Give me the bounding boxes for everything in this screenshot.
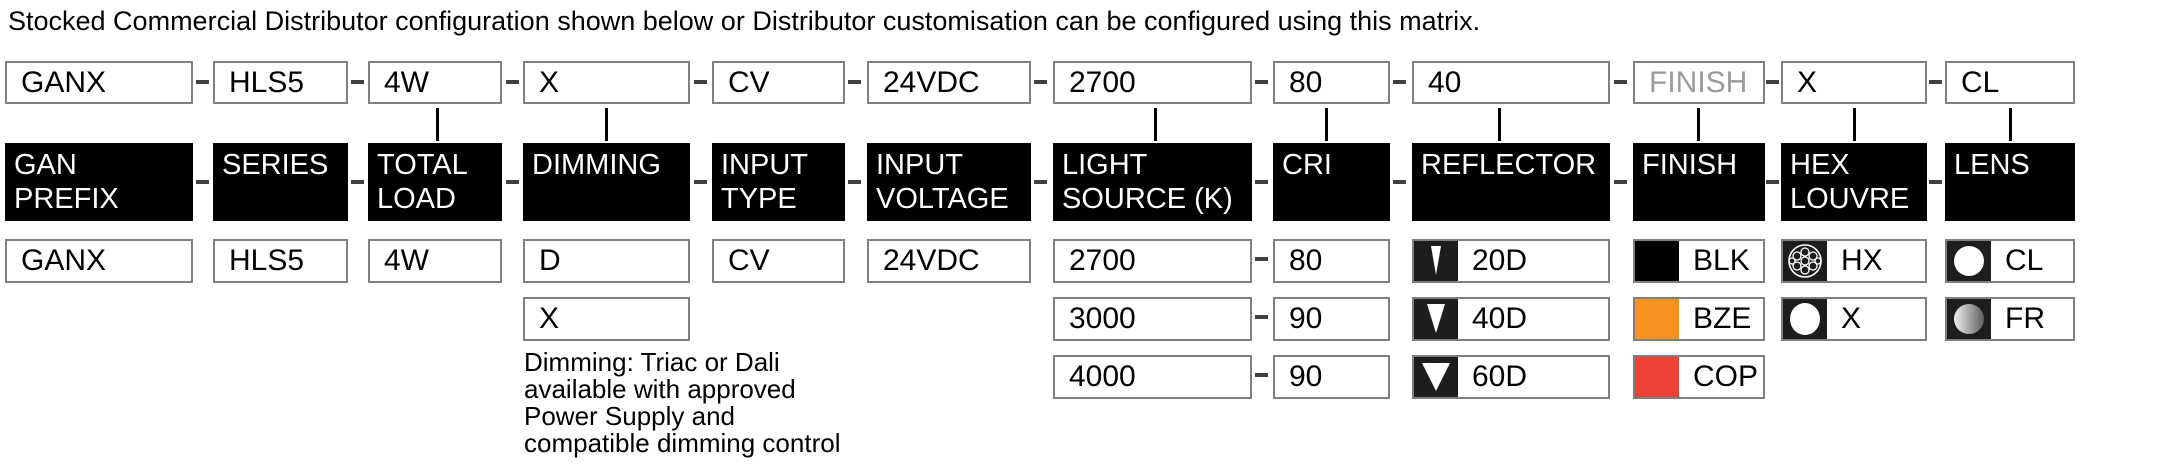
top-value-gan-prefix: GANX — [5, 61, 193, 104]
top-value-reflector: 40 — [1412, 61, 1610, 104]
dimming-note: Dimming: Triac or Dali available with ap… — [524, 347, 841, 458]
connector-tick — [605, 108, 608, 141]
copper-finish-swatch — [1635, 357, 1679, 397]
option-reflector-20d: 20D — [1412, 239, 1610, 283]
option-cri-90: 90 — [1273, 297, 1390, 341]
beam-narrow-icon — [1414, 241, 1458, 281]
connector-dash — [506, 180, 519, 184]
matrix-title: Stocked Commercial Distributor configura… — [8, 6, 1481, 36]
header-dimming: DIMMING — [523, 143, 690, 221]
connector-dash — [1393, 80, 1406, 84]
connector-dash — [1034, 180, 1047, 184]
connector-tick — [1325, 108, 1328, 141]
option-finish-cop: COP — [1633, 355, 1765, 399]
top-value-finish: FINISH — [1633, 61, 1765, 104]
option-light-source-4000: 4000 — [1053, 355, 1252, 399]
connector-dash — [694, 180, 707, 184]
header-finish: FINISH — [1633, 143, 1765, 221]
option-light-source-2700: 2700 — [1053, 239, 1252, 283]
connector-dash — [848, 80, 861, 84]
connector-dash — [1034, 80, 1047, 84]
top-value-total-load: 4W — [368, 61, 502, 104]
connector-dash — [1929, 180, 1942, 184]
option-total-load-4w: 4W — [368, 239, 502, 283]
option-input-voltage-24vdc: 24VDC — [867, 239, 1031, 283]
connector-dash — [1255, 80, 1268, 84]
top-value-dimming: X — [523, 61, 690, 104]
option-finish-blk: BLK — [1633, 239, 1765, 283]
connector-dash — [1766, 180, 1779, 184]
connector-dash — [1255, 180, 1268, 184]
header-cri: CRI — [1273, 143, 1390, 221]
header-lens: LENS — [1945, 143, 2075, 221]
connector-dash — [1393, 180, 1406, 184]
open-circle-icon — [1783, 299, 1827, 339]
option-input-type-cv: CV — [712, 239, 845, 283]
connector-dash — [351, 180, 364, 184]
top-value-lens: CL — [1945, 61, 2075, 104]
black-finish-swatch — [1635, 241, 1679, 281]
option-hex-louvre-hx: HX — [1781, 239, 1927, 283]
header-input-voltage: INPUT VOLTAGE — [867, 143, 1031, 221]
option-light-source-3000: 3000 — [1053, 297, 1252, 341]
top-value-input-voltage: 24VDC — [867, 61, 1031, 104]
bronze-finish-swatch — [1635, 299, 1679, 339]
beam-medium-icon — [1414, 299, 1458, 339]
top-value-cri: 80 — [1273, 61, 1390, 104]
connector-tick — [1498, 108, 1501, 141]
header-gan-prefix: GAN PREFIX — [5, 143, 193, 221]
option-lens-fr: FR — [1945, 297, 2075, 341]
connector-tick — [1154, 108, 1157, 141]
connector-dash — [1255, 315, 1268, 319]
hex-louvre-icon — [1783, 241, 1827, 281]
option-dimming-x: X — [523, 297, 690, 341]
connector-dash — [506, 80, 519, 84]
option-finish-bze: BZE — [1633, 297, 1765, 341]
top-value-hex-louvre: X — [1781, 61, 1927, 104]
header-input-type: INPUT TYPE — [712, 143, 845, 221]
option-cri-90b: 90 — [1273, 355, 1390, 399]
connector-dash — [1255, 257, 1268, 261]
option-gan-prefix-ganx: GANX — [5, 239, 193, 283]
connector-dash — [1614, 180, 1627, 184]
option-series-hls5: HLS5 — [213, 239, 348, 283]
frosted-lens-icon — [1947, 299, 1991, 339]
beam-wide-icon — [1414, 357, 1458, 397]
connector-dash — [1929, 80, 1942, 84]
connector-tick — [1697, 108, 1700, 141]
header-light-source: LIGHT SOURCE (K) — [1053, 143, 1252, 221]
header-reflector: REFLECTOR — [1412, 143, 1610, 221]
option-reflector-40d: 40D — [1412, 297, 1610, 341]
top-value-input-type: CV — [712, 61, 845, 104]
connector-dash — [196, 80, 209, 84]
connector-dash — [694, 80, 707, 84]
option-cri-80: 80 — [1273, 239, 1390, 283]
connector-tick — [436, 108, 439, 141]
clear-lens-icon — [1947, 241, 1991, 281]
option-reflector-60d: 60D — [1412, 355, 1610, 399]
option-lens-cl: CL — [1945, 239, 2075, 283]
option-hex-louvre-x: X — [1781, 297, 1927, 341]
connector-dash — [848, 180, 861, 184]
connector-tick — [1853, 108, 1856, 141]
top-value-light-source: 2700 — [1053, 61, 1252, 104]
connector-dash — [1766, 80, 1779, 84]
top-value-series: HLS5 — [213, 61, 348, 104]
header-total-load: TOTAL LOAD — [368, 143, 502, 221]
option-dimming-d: D — [523, 239, 690, 283]
connector-dash — [196, 180, 209, 184]
header-hex-louvre: HEX LOUVRE — [1781, 143, 1927, 221]
connector-dash — [1614, 80, 1627, 84]
connector-tick — [2009, 108, 2012, 141]
connector-dash — [1255, 373, 1268, 377]
header-series: SERIES — [213, 143, 348, 221]
connector-dash — [351, 80, 364, 84]
